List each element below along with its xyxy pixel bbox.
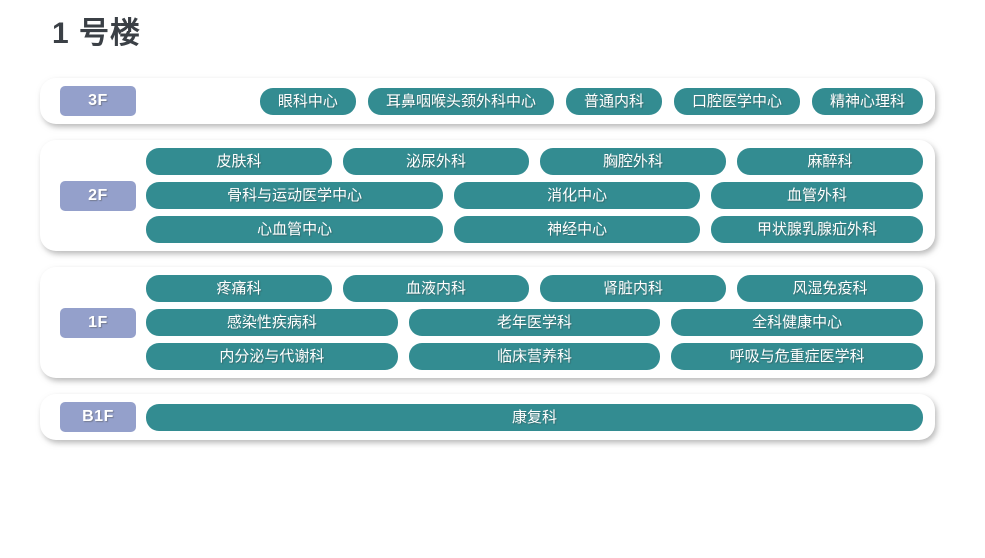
page-title: 1 号楼 [52, 17, 142, 50]
department-pill[interactable]: 心血管中心 [146, 216, 444, 243]
department-pill[interactable]: 康复科 [146, 403, 923, 431]
department-row: 骨科与运动医学中心消化中心血管外科 [146, 182, 923, 209]
department-row: 感染性疾病科老年医学科全科健康中心 [146, 309, 924, 336]
department-row: 眼科中心耳鼻咽喉头颈外科中心普通内科口腔医学中心精神心理科 [146, 87, 923, 115]
department-pill[interactable]: 全科健康中心 [671, 309, 924, 336]
department-pill[interactable]: 老年医学科 [408, 309, 661, 336]
department-pill[interactable]: 肾脏内科 [540, 275, 726, 302]
department-pill[interactable]: 皮肤科 [146, 148, 332, 175]
department-row: 内分泌与代谢科临床营养科呼吸与危重症医学科 [146, 343, 924, 370]
floor-card-3f: 3F 眼科中心耳鼻咽喉头颈外科中心普通内科口腔医学中心精神心理科 [40, 78, 935, 124]
department-pill[interactable]: 神经中心 [454, 216, 701, 243]
department-pill[interactable]: 眼科中心 [259, 87, 356, 115]
floor-list: 3F 眼科中心耳鼻咽喉头颈外科中心普通内科口腔医学中心精神心理科 2F 皮肤科泌尿外科… [40, 78, 935, 456]
floor-badge-wrap: B1F [50, 402, 146, 432]
department-row: 疼痛科血液内科肾脏内科风湿免疫科 [146, 275, 923, 302]
department-rows: 眼科中心耳鼻咽喉头颈外科中心普通内科口腔医学中心精神心理科 [146, 87, 923, 115]
department-pill[interactable]: 呼吸与危重症医学科 [671, 343, 924, 370]
floor-badge: B1F [60, 402, 136, 432]
department-pill[interactable]: 临床营养科 [408, 343, 661, 370]
floor-badge-wrap: 3F [50, 86, 146, 116]
floor-badge: 3F [60, 86, 136, 116]
department-pill[interactable]: 内分泌与代谢科 [146, 343, 398, 370]
department-pill[interactable]: 耳鼻咽喉头颈外科中心 [367, 87, 554, 115]
department-pill[interactable]: 精神心理科 [811, 87, 923, 115]
floor-card-b1f: B1F 康复科 [40, 394, 935, 440]
floor-badge: 2F [60, 180, 136, 211]
department-pill[interactable]: 感染性疾病科 [146, 309, 398, 336]
department-pill[interactable]: 普通内科 [565, 87, 662, 115]
department-pill[interactable]: 血管外科 [711, 182, 923, 209]
floor-badge-wrap: 1F [50, 307, 146, 338]
department-rows: 皮肤科泌尿外科胸腔外科麻醉科骨科与运动医学中心消化中心血管外科心血管中心神经中心… [146, 148, 923, 243]
department-rows: 疼痛科血液内科肾脏内科风湿免疫科感染性疾病科老年医学科全科健康中心内分泌与代谢科… [146, 275, 924, 370]
floor-badge: 1F [60, 307, 136, 338]
department-pill[interactable]: 泌尿外科 [343, 148, 529, 175]
department-pill[interactable]: 麻醉科 [737, 148, 923, 175]
department-pill[interactable]: 口腔医学中心 [673, 87, 800, 115]
department-row: 康复科 [146, 403, 923, 431]
floor-badge-wrap: 2F [50, 180, 146, 211]
department-pill[interactable]: 胸腔外科 [540, 148, 726, 175]
department-row: 皮肤科泌尿外科胸腔外科麻醉科 [146, 148, 923, 175]
department-rows: 康复科 [146, 403, 923, 431]
department-pill[interactable]: 甲状腺乳腺疝外科 [711, 216, 923, 243]
department-pill[interactable]: 血液内科 [343, 275, 529, 302]
department-pill[interactable]: 骨科与运动医学中心 [146, 182, 444, 209]
department-pill[interactable]: 风湿免疫科 [737, 275, 923, 302]
department-pill[interactable]: 疼痛科 [146, 275, 332, 302]
department-row: 心血管中心神经中心甲状腺乳腺疝外科 [146, 216, 923, 243]
department-pill[interactable]: 消化中心 [454, 182, 701, 209]
